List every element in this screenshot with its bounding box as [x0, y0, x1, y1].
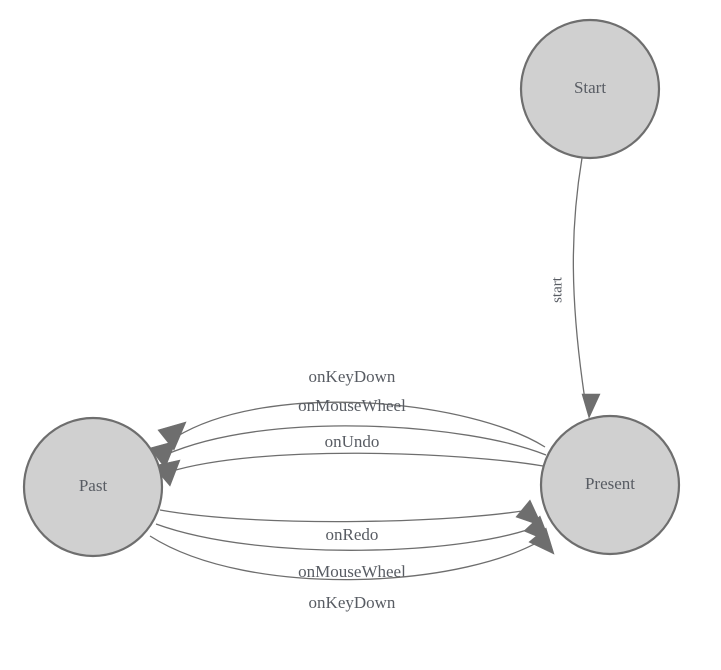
edge-path-start-present [572, 157, 586, 401]
edge-present-past-onkeydown[interactable]: onKeyDown [157, 367, 546, 451]
node-present-label: Present [585, 474, 635, 493]
edge-label-onkeydown-upper: onKeyDown [309, 367, 396, 386]
edge-path-past-present-onkeydown [149, 535, 549, 581]
arrowhead-present-past-onmousewheel [149, 440, 177, 469]
nodes-group: Start Past Present [22, 18, 681, 558]
node-past-circle [22, 416, 164, 558]
arrowhead-present-past-onkeydown [157, 421, 187, 451]
edge-path-present-past-onkeydown [175, 401, 546, 448]
edge-path-past-present-onredo [159, 508, 535, 523]
edge-path-past-present-onmousewheel [155, 523, 544, 551]
edge-past-present-onkeydown[interactable]: onKeyDown [149, 527, 555, 612]
node-present-circle [539, 414, 681, 556]
arrowhead-start-present [581, 393, 601, 419]
arrowhead-past-present-onkeydown [528, 527, 555, 555]
node-past[interactable]: Past [22, 416, 164, 558]
edge-start-present[interactable]: start [549, 157, 601, 419]
edge-past-present-onredo[interactable]: onRedo [159, 499, 543, 544]
edge-path-present-past-onundo [168, 452, 544, 473]
edge-label-onmousewheel-lower: onMouseWheel [298, 562, 406, 581]
edge-path-present-past-onmousewheel [164, 425, 547, 456]
node-start-circle [519, 18, 661, 160]
edge-label-onmousewheel-upper: onMouseWheel [298, 396, 406, 415]
node-present[interactable]: Present [539, 414, 681, 556]
edge-label-onredo: onRedo [326, 525, 379, 544]
node-start-label: Start [574, 78, 606, 97]
edges-group: start onKeyDown onMouseWheel onUndo [149, 157, 601, 612]
arrowhead-past-present-onredo [515, 499, 543, 527]
node-start[interactable]: Start [519, 18, 661, 160]
edge-label-onkeydown-lower: onKeyDown [309, 593, 396, 612]
node-past-label: Past [79, 476, 108, 495]
edge-label-onundo: onUndo [325, 432, 380, 451]
edge-present-past-onmousewheel[interactable]: onMouseWheel [149, 396, 547, 469]
edge-label-start: start [549, 276, 565, 303]
